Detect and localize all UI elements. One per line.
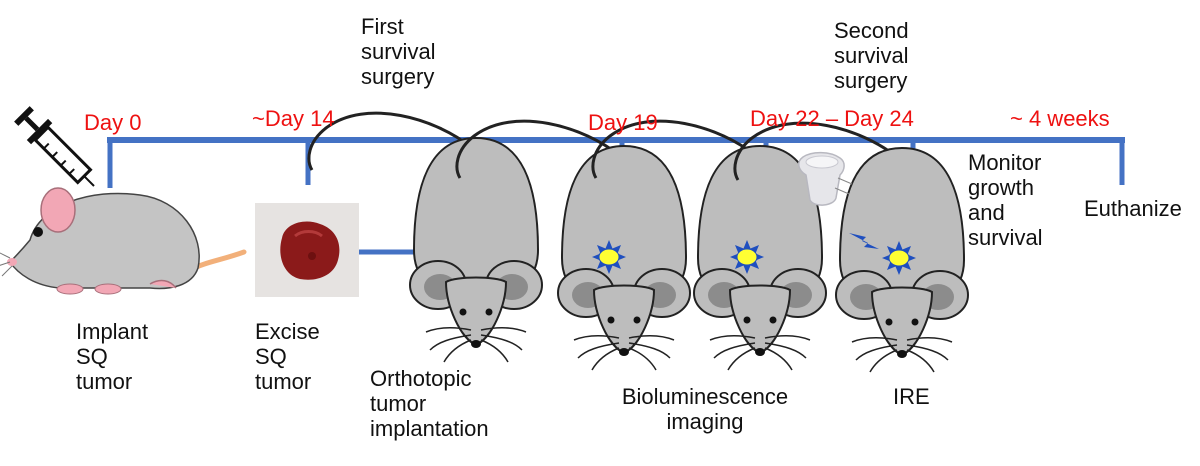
- label-first-survival-surgery: First survival surgery: [361, 14, 436, 89]
- tumor-luminescence-icon: [591, 239, 627, 275]
- label-bioluminescence-imaging: Bioluminescence imaging: [621, 384, 789, 434]
- side-mouse-icon: [0, 187, 247, 295]
- label-orthotopic-implantation: Orthotopic tumor implantation: [370, 366, 489, 441]
- syringe-icon: [14, 106, 95, 187]
- day-label-0: Day 0: [84, 110, 142, 135]
- electrode-icon: [798, 151, 853, 206]
- label-euthanize: Euthanize: [1084, 196, 1182, 221]
- tumor-photo: [255, 203, 359, 297]
- lightning-icon: [849, 233, 879, 249]
- label-second-survival-surgery: Second survival surgery: [834, 18, 909, 93]
- label-monitor-growth-survival: Monitor growth and survival: [968, 150, 1043, 250]
- day-label-14: ~Day 14: [252, 106, 335, 131]
- label-implant-sq-tumor: Implant SQ tumor: [76, 319, 149, 394]
- label-excise-sq-tumor: Excise SQ tumor: [255, 319, 320, 394]
- day-label-22-24: Day 22 – Day 24: [750, 106, 914, 131]
- day-label-19: Day 19: [588, 110, 658, 135]
- label-ire: IRE: [893, 384, 930, 409]
- tumor-luminescence-icon: [881, 240, 917, 276]
- day-label-4-weeks: ~ 4 weeks: [1010, 106, 1110, 131]
- tumor-luminescence-icon: [729, 239, 765, 275]
